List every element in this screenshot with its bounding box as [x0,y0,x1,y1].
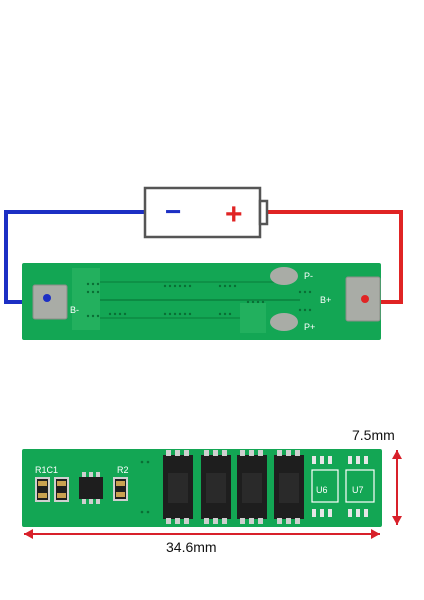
label-bminus: B- [70,305,79,315]
positive-wire [265,210,403,304]
pcb-top-view: B- P- B+ P+ [22,263,381,340]
label-r2: R2 [117,465,129,475]
pad-pminus [270,267,298,285]
height-label: 7.5mm [352,427,395,443]
pad-bminus [32,284,68,320]
label-pplus: P+ [304,322,315,332]
battery-minus-sign: − [165,196,181,227]
label-pminus: P- [304,271,313,281]
protection-ic [79,472,103,504]
label-u7: U7 [352,485,364,495]
label-u6: U6 [316,485,328,495]
label-bplus: B+ [320,295,331,305]
mosfet-chips [163,450,304,524]
height-dimension: 7.5mm [352,427,402,525]
battery-symbol: − + [143,186,269,239]
pad-pplus [270,313,298,331]
pcb-bottom-view: R1C1 R2 [22,449,382,527]
width-dimension: 34.6mm [24,529,380,555]
footprint-u7 [345,469,375,503]
label-r1c1: R1C1 [35,465,58,475]
battery-plus-sign: + [225,198,243,231]
width-label: 34.6mm [166,539,217,555]
footprint-u6 [311,469,339,503]
